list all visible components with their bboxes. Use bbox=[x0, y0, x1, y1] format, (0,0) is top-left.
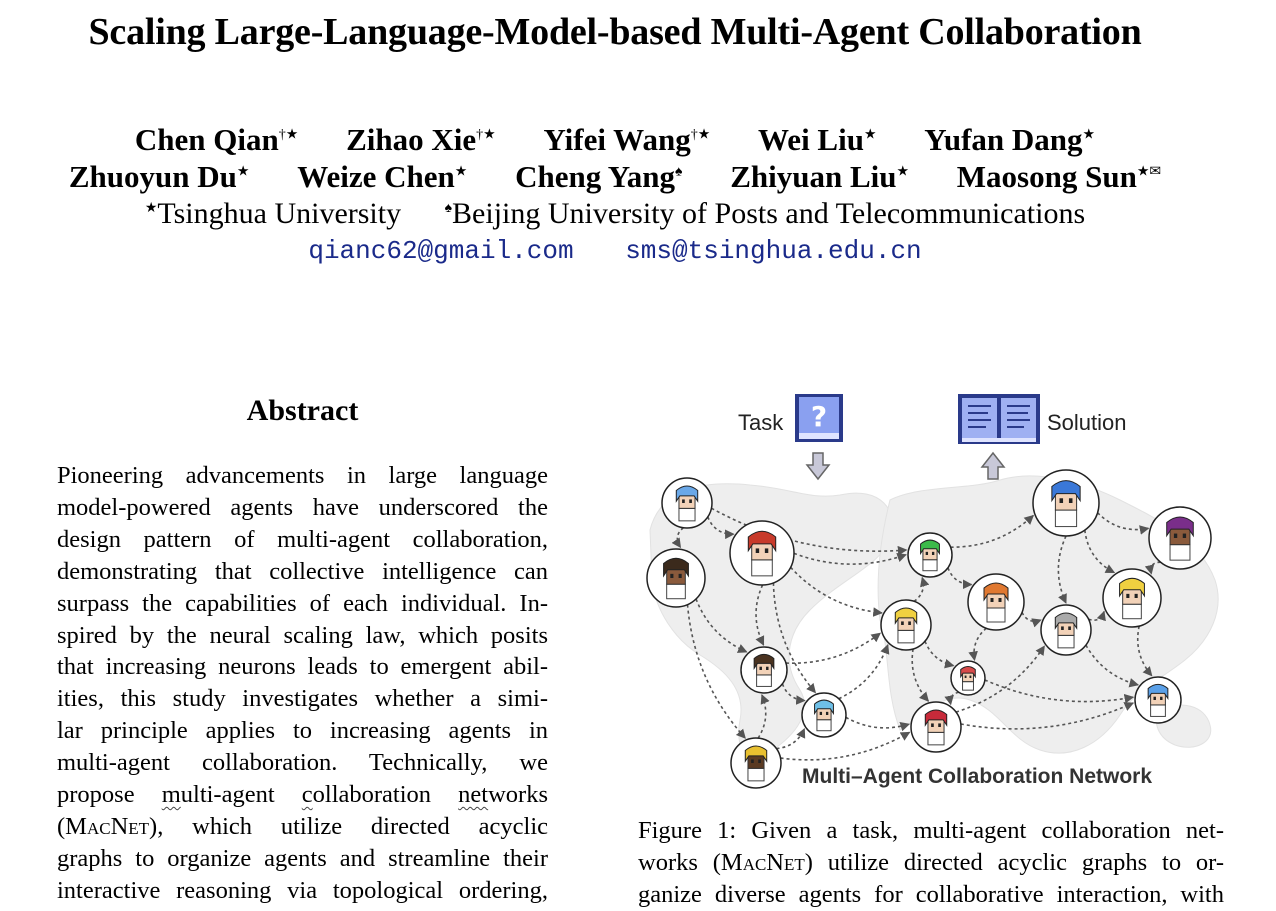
network-edge bbox=[1136, 625, 1153, 677]
agent-avatar-icon bbox=[646, 548, 706, 608]
agent-avatar-icon bbox=[801, 692, 847, 738]
abstract-line: spired by the neural scaling law, which … bbox=[57, 621, 548, 649]
agent-avatar-icon bbox=[880, 599, 932, 651]
network-label: Multi–Agent Collaboration Network bbox=[802, 765, 1152, 788]
figure-caption: Figure 1: Given a task, multi-agent coll… bbox=[638, 815, 1224, 911]
network-edge bbox=[755, 584, 765, 646]
network-edge bbox=[793, 552, 907, 565]
network-edge bbox=[845, 716, 911, 732]
abstract-line: propose multi-agent collaboration networ… bbox=[57, 781, 548, 809]
abstract-line: (MacNet), which utilize directed acyclic bbox=[57, 812, 548, 840]
author-name: Yufan Dang★ bbox=[924, 122, 1096, 157]
paper-title: Scaling Large-Language-Model-based Multi… bbox=[88, 11, 1142, 53]
abstract-line: lar principle applies to increasing agen… bbox=[57, 717, 548, 745]
author-name: Chen Qian†★ bbox=[134, 122, 299, 157]
abstract-line: interactive reasoning via topological or… bbox=[57, 876, 548, 904]
network-edge bbox=[785, 632, 882, 664]
network-edge bbox=[776, 727, 806, 750]
contact-emails: qianc62@gmail.com sms@tsinghua.edu.cn bbox=[0, 236, 1230, 266]
abstract-line: surpass the capabilities of each individ… bbox=[57, 589, 548, 617]
solution-book-icon bbox=[958, 394, 1040, 444]
task-label: Task bbox=[738, 410, 784, 435]
caption-line: ganize diverse agents for collaborative … bbox=[638, 880, 1224, 908]
agent-avatar-icon bbox=[1032, 469, 1100, 537]
author-name: Maosong Sun★✉ bbox=[956, 159, 1162, 194]
agent-avatar-icon bbox=[950, 660, 986, 696]
abstract-line: demonstrating that collective intelligen… bbox=[57, 557, 548, 585]
network-edge bbox=[1084, 530, 1116, 574]
network-edge bbox=[1057, 535, 1067, 604]
abstract-line: graphs to organize agents and streamline… bbox=[57, 844, 548, 872]
network-edge bbox=[686, 604, 746, 739]
email-link[interactable]: qianc62@gmail.com bbox=[308, 236, 574, 266]
affiliations: ★Tsinghua University ♠Beijing University… bbox=[144, 197, 1086, 230]
agent-avatar-icon bbox=[910, 701, 962, 753]
network-edge bbox=[707, 516, 735, 540]
network-edges bbox=[671, 507, 1161, 761]
abstract-heading: Abstract bbox=[246, 394, 359, 427]
author-list-line-1: Chen Qian†★ Zihao Xie†★ Yifei Wang†★ Wei… bbox=[0, 122, 1230, 158]
caption-line: works (MacNet) utilize directed acyclic … bbox=[638, 848, 1225, 876]
author-name: Zhiyuan Liu★ bbox=[730, 159, 910, 194]
agent-avatar-icon bbox=[1134, 676, 1182, 724]
author-list-line-2: Zhuoyun Du★ Weize Chen★ Cheng Yang♠ Zhiy… bbox=[0, 159, 1230, 195]
abstract-body: Pioneering advancements in large languag… bbox=[57, 460, 548, 907]
agent-avatar-icon bbox=[740, 646, 788, 694]
network-edge bbox=[947, 567, 973, 590]
author-name: Wei Liu★ bbox=[758, 122, 877, 157]
network-edge bbox=[695, 598, 748, 653]
author-name: Zhuoyun Du★ bbox=[68, 159, 250, 194]
network-edge bbox=[671, 527, 684, 549]
abstract-line: multi-agent collaboration. Technically, … bbox=[57, 749, 548, 777]
network-edge bbox=[790, 566, 883, 617]
agent-avatar-icon bbox=[730, 737, 782, 789]
network-edge bbox=[772, 582, 817, 694]
up-arrow-icon bbox=[980, 451, 1006, 480]
network-edge bbox=[924, 640, 955, 669]
network-edge bbox=[838, 644, 890, 700]
macnet-name: MacNet bbox=[65, 812, 150, 840]
task-book-icon: ? bbox=[795, 394, 843, 442]
network-edge bbox=[780, 731, 911, 761]
abstract-line: ities, this study investigates whether a… bbox=[57, 685, 548, 713]
agent-avatar-icon bbox=[1040, 604, 1092, 656]
network-edge bbox=[955, 645, 1046, 713]
author-name: Yifei Wang†★ bbox=[543, 122, 711, 157]
svg-text:?: ? bbox=[811, 400, 827, 433]
solution-label: Solution bbox=[1047, 410, 1127, 435]
network-diagram: ? Task Solution Multi–Agent Collaboratio… bbox=[646, 394, 1219, 789]
network-edge bbox=[781, 683, 806, 705]
agent-nodes bbox=[646, 469, 1212, 789]
abstract-line: model-powered agents have underscored th… bbox=[57, 493, 548, 521]
network-edge bbox=[1085, 644, 1140, 688]
agent-avatar-icon bbox=[729, 520, 795, 586]
caption-line: Figure 1: Given a task, multi-agent coll… bbox=[638, 817, 1224, 844]
author-name: Cheng Yang♠ bbox=[515, 159, 683, 194]
agent-avatar-icon bbox=[967, 573, 1025, 631]
network-edge bbox=[968, 627, 987, 662]
author-name: Weize Chen★ bbox=[297, 159, 468, 194]
agent-avatar-icon bbox=[1148, 506, 1212, 570]
agent-avatar-icon bbox=[661, 477, 713, 529]
abstract-line: Pioneering advancements in large languag… bbox=[57, 462, 548, 489]
agent-avatar-icon bbox=[1102, 568, 1162, 628]
network-edge bbox=[944, 691, 959, 706]
agent-avatar-icon bbox=[907, 532, 953, 578]
network-edge bbox=[984, 679, 1135, 704]
email-link[interactable]: sms@tsinghua.edu.cn bbox=[625, 236, 922, 266]
abstract-line: that increasing neurons leads to emergen… bbox=[57, 653, 548, 681]
author-name: Zihao Xie†★ bbox=[346, 122, 496, 157]
figure-1: ? Task Solution Multi–Agent Collaboratio… bbox=[640, 390, 1230, 800]
macnet-name: MacNet bbox=[720, 848, 805, 876]
network-edge bbox=[1096, 512, 1150, 535]
network-edge bbox=[1088, 610, 1106, 622]
network-edge bbox=[711, 507, 908, 556]
abstract-line: design pattern of multi-agent collaborat… bbox=[57, 525, 548, 553]
network-edge bbox=[913, 576, 930, 603]
network-edge bbox=[1021, 612, 1042, 628]
down-arrow-icon bbox=[805, 452, 831, 481]
network-edge bbox=[1144, 561, 1161, 575]
